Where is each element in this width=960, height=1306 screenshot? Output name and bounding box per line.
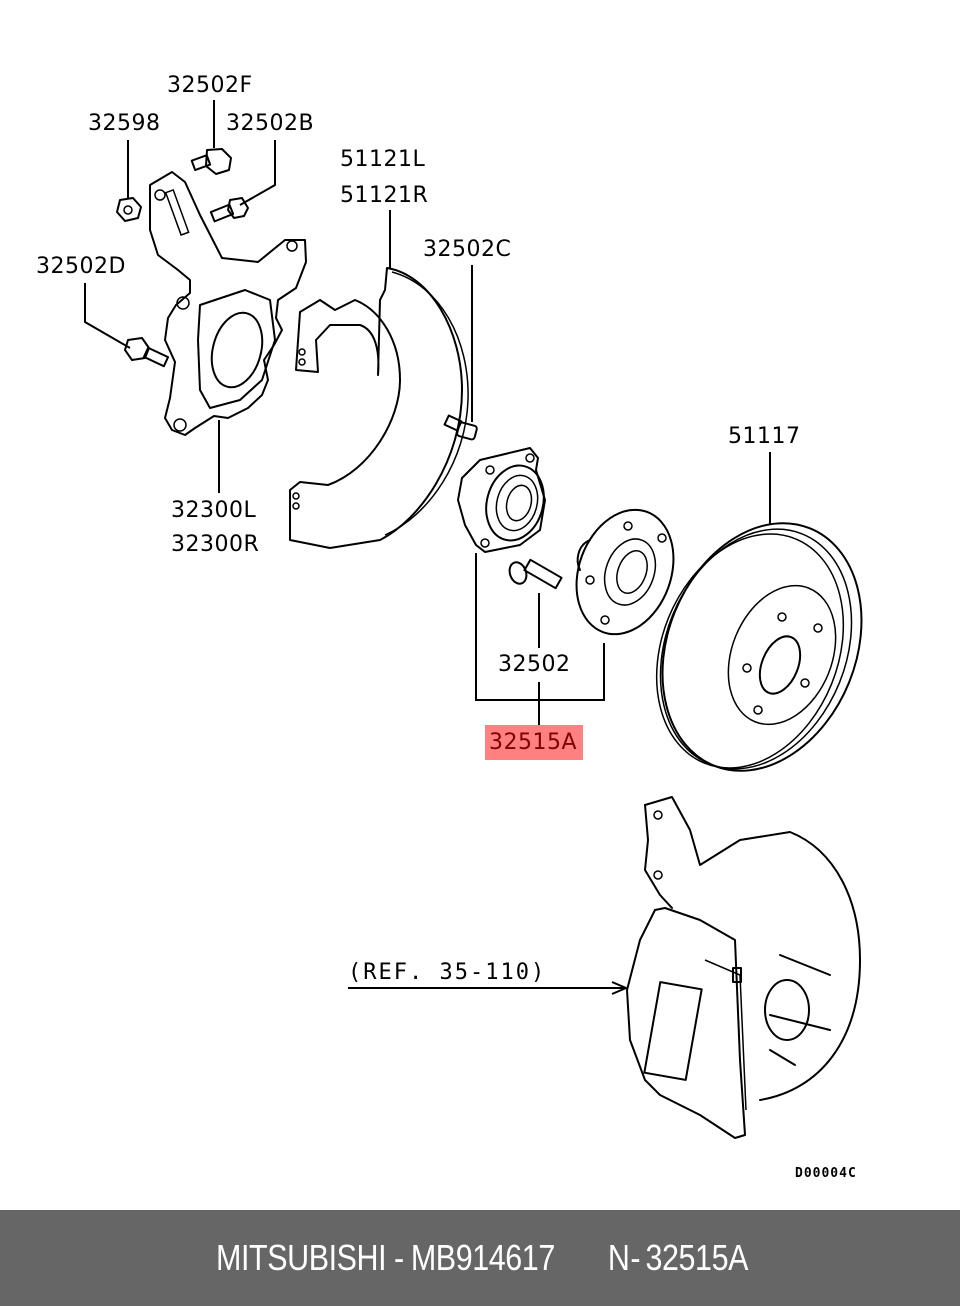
label-32502[interactable]: 32502 [498,652,571,677]
footer-bar: MITSUBISHI - MB914617 N - 32515A [0,1210,960,1306]
nut-32598-icon [116,197,142,222]
label-32598[interactable]: 32598 [88,111,161,136]
label-32502F[interactable]: 32502F [167,73,253,98]
bolt-32502C-icon [443,414,478,441]
footer-ref-code: 32515A [644,1237,748,1278]
label-51121R[interactable]: 51121R [340,183,429,208]
hub-flange-icon [575,508,675,636]
footer-part-number: MB914617 [410,1237,555,1278]
diagram-drawing [84,100,863,1139]
footer-ref-prefix: N [607,1237,629,1278]
brake-disc-icon [655,522,863,772]
arrow-head [611,981,629,995]
bolt-32502D-icon [124,337,170,368]
footer-separator: - [393,1237,404,1278]
leader-lines [84,100,771,995]
footer-text: MITSUBISHI - MB914617 N - 32515A [208,1237,752,1279]
label-51121L[interactable]: 51121L [340,147,426,172]
caliper-assembly-icon [626,796,861,1139]
label-32502B[interactable]: 32502B [226,111,315,136]
diagram-code: D00004C [795,1166,857,1181]
hub-bearing-icon [457,447,546,553]
footer-brand: MITSUBISHI [215,1237,387,1278]
hub-bolt-icon [508,558,563,590]
label-32515A-highlighted[interactable]: 32515A [485,725,584,760]
label-32300R[interactable]: 32300R [171,532,260,557]
leader-32502B [239,140,276,206]
reference-label[interactable]: (REF. 35-110) [348,960,547,985]
label-32300L[interactable]: 32300L [171,498,257,523]
label-32502D[interactable]: 32502D [36,254,126,279]
label-32502C[interactable]: 32502C [423,237,512,262]
label-51117[interactable]: 51117 [728,424,801,449]
leader-32502D [84,283,131,349]
bolt-32502B-icon [209,197,249,223]
dust-shield-icon [289,267,469,549]
bolt-32502F-icon [190,148,232,175]
steering-knuckle-icon [149,171,307,436]
parts-diagram: 32502F 32598 32502B 51121L 51121R 32502C… [36,73,863,1181]
footer-ref-separator: - [630,1237,640,1278]
